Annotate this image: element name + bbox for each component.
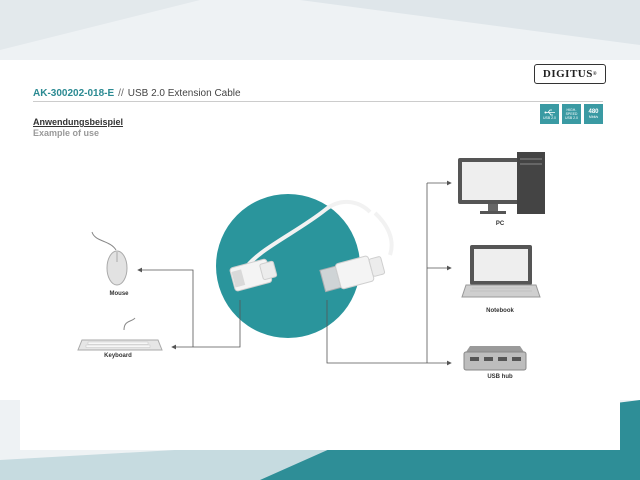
- badge-usb-label: USB 2.0: [542, 115, 557, 120]
- data-rate-icon: 480 Mbit/s: [584, 104, 603, 124]
- usb-hub-icon: [463, 346, 527, 371]
- usb-hub-label: USB hub: [487, 374, 513, 380]
- title-separator: //: [118, 88, 124, 99]
- usb-female-connector: [229, 258, 278, 292]
- mouse-icon: [91, 231, 128, 286]
- cable-wire-male: [373, 211, 394, 256]
- badge-rate-value: 480: [588, 109, 599, 115]
- pc-icon: [458, 152, 545, 214]
- usb-male-connector: [319, 255, 386, 293]
- badge-rate-unit: Mbit/s: [588, 115, 599, 119]
- pc-label: PC: [495, 221, 505, 227]
- section-title-en: Example of use: [33, 128, 100, 138]
- logo-text: DIGITUS: [542, 68, 593, 80]
- notebook-icon: [461, 245, 541, 298]
- section-title-de: Anwendungsbeispiel: [33, 117, 124, 127]
- mouse-label: Mouse: [109, 291, 129, 297]
- usb-trident-icon: USB 2.0: [540, 104, 559, 124]
- spec-badges: USB 2.0 HIGH-SPEED USB 2.0 480 Mbit/s: [540, 104, 603, 124]
- digitus-logo: DIGITUS®: [534, 64, 606, 84]
- line-to-keyboard: [171, 300, 241, 350]
- page-title: AK-300202-018-E//USB 2.0 Extension Cable: [33, 88, 241, 99]
- cable-wire-female: [246, 200, 372, 267]
- background-top-shape: [0, 0, 640, 60]
- keyboard-label: Keyboard: [104, 353, 132, 359]
- connection-lines: [137, 180, 452, 366]
- keyboard-icon: [77, 317, 163, 351]
- badge-hispeed-line1: HIGH-SPEED: [565, 108, 578, 116]
- product-name: USB 2.0 Extension Cable: [127, 88, 241, 99]
- logo-mark: ®: [592, 71, 598, 77]
- hi-speed-usb-icon: HIGH-SPEED USB 2.0: [562, 104, 581, 124]
- cable-illustration: [216, 194, 394, 338]
- line-hub-trunk: [326, 300, 427, 364]
- notebook-label: Notebook: [486, 308, 514, 314]
- title-divider: [33, 101, 603, 102]
- product-code: AK-300202-018-E: [33, 88, 115, 99]
- line-to-mouse: [137, 267, 194, 347]
- badge-hispeed-line2: USB 2.0: [564, 116, 579, 120]
